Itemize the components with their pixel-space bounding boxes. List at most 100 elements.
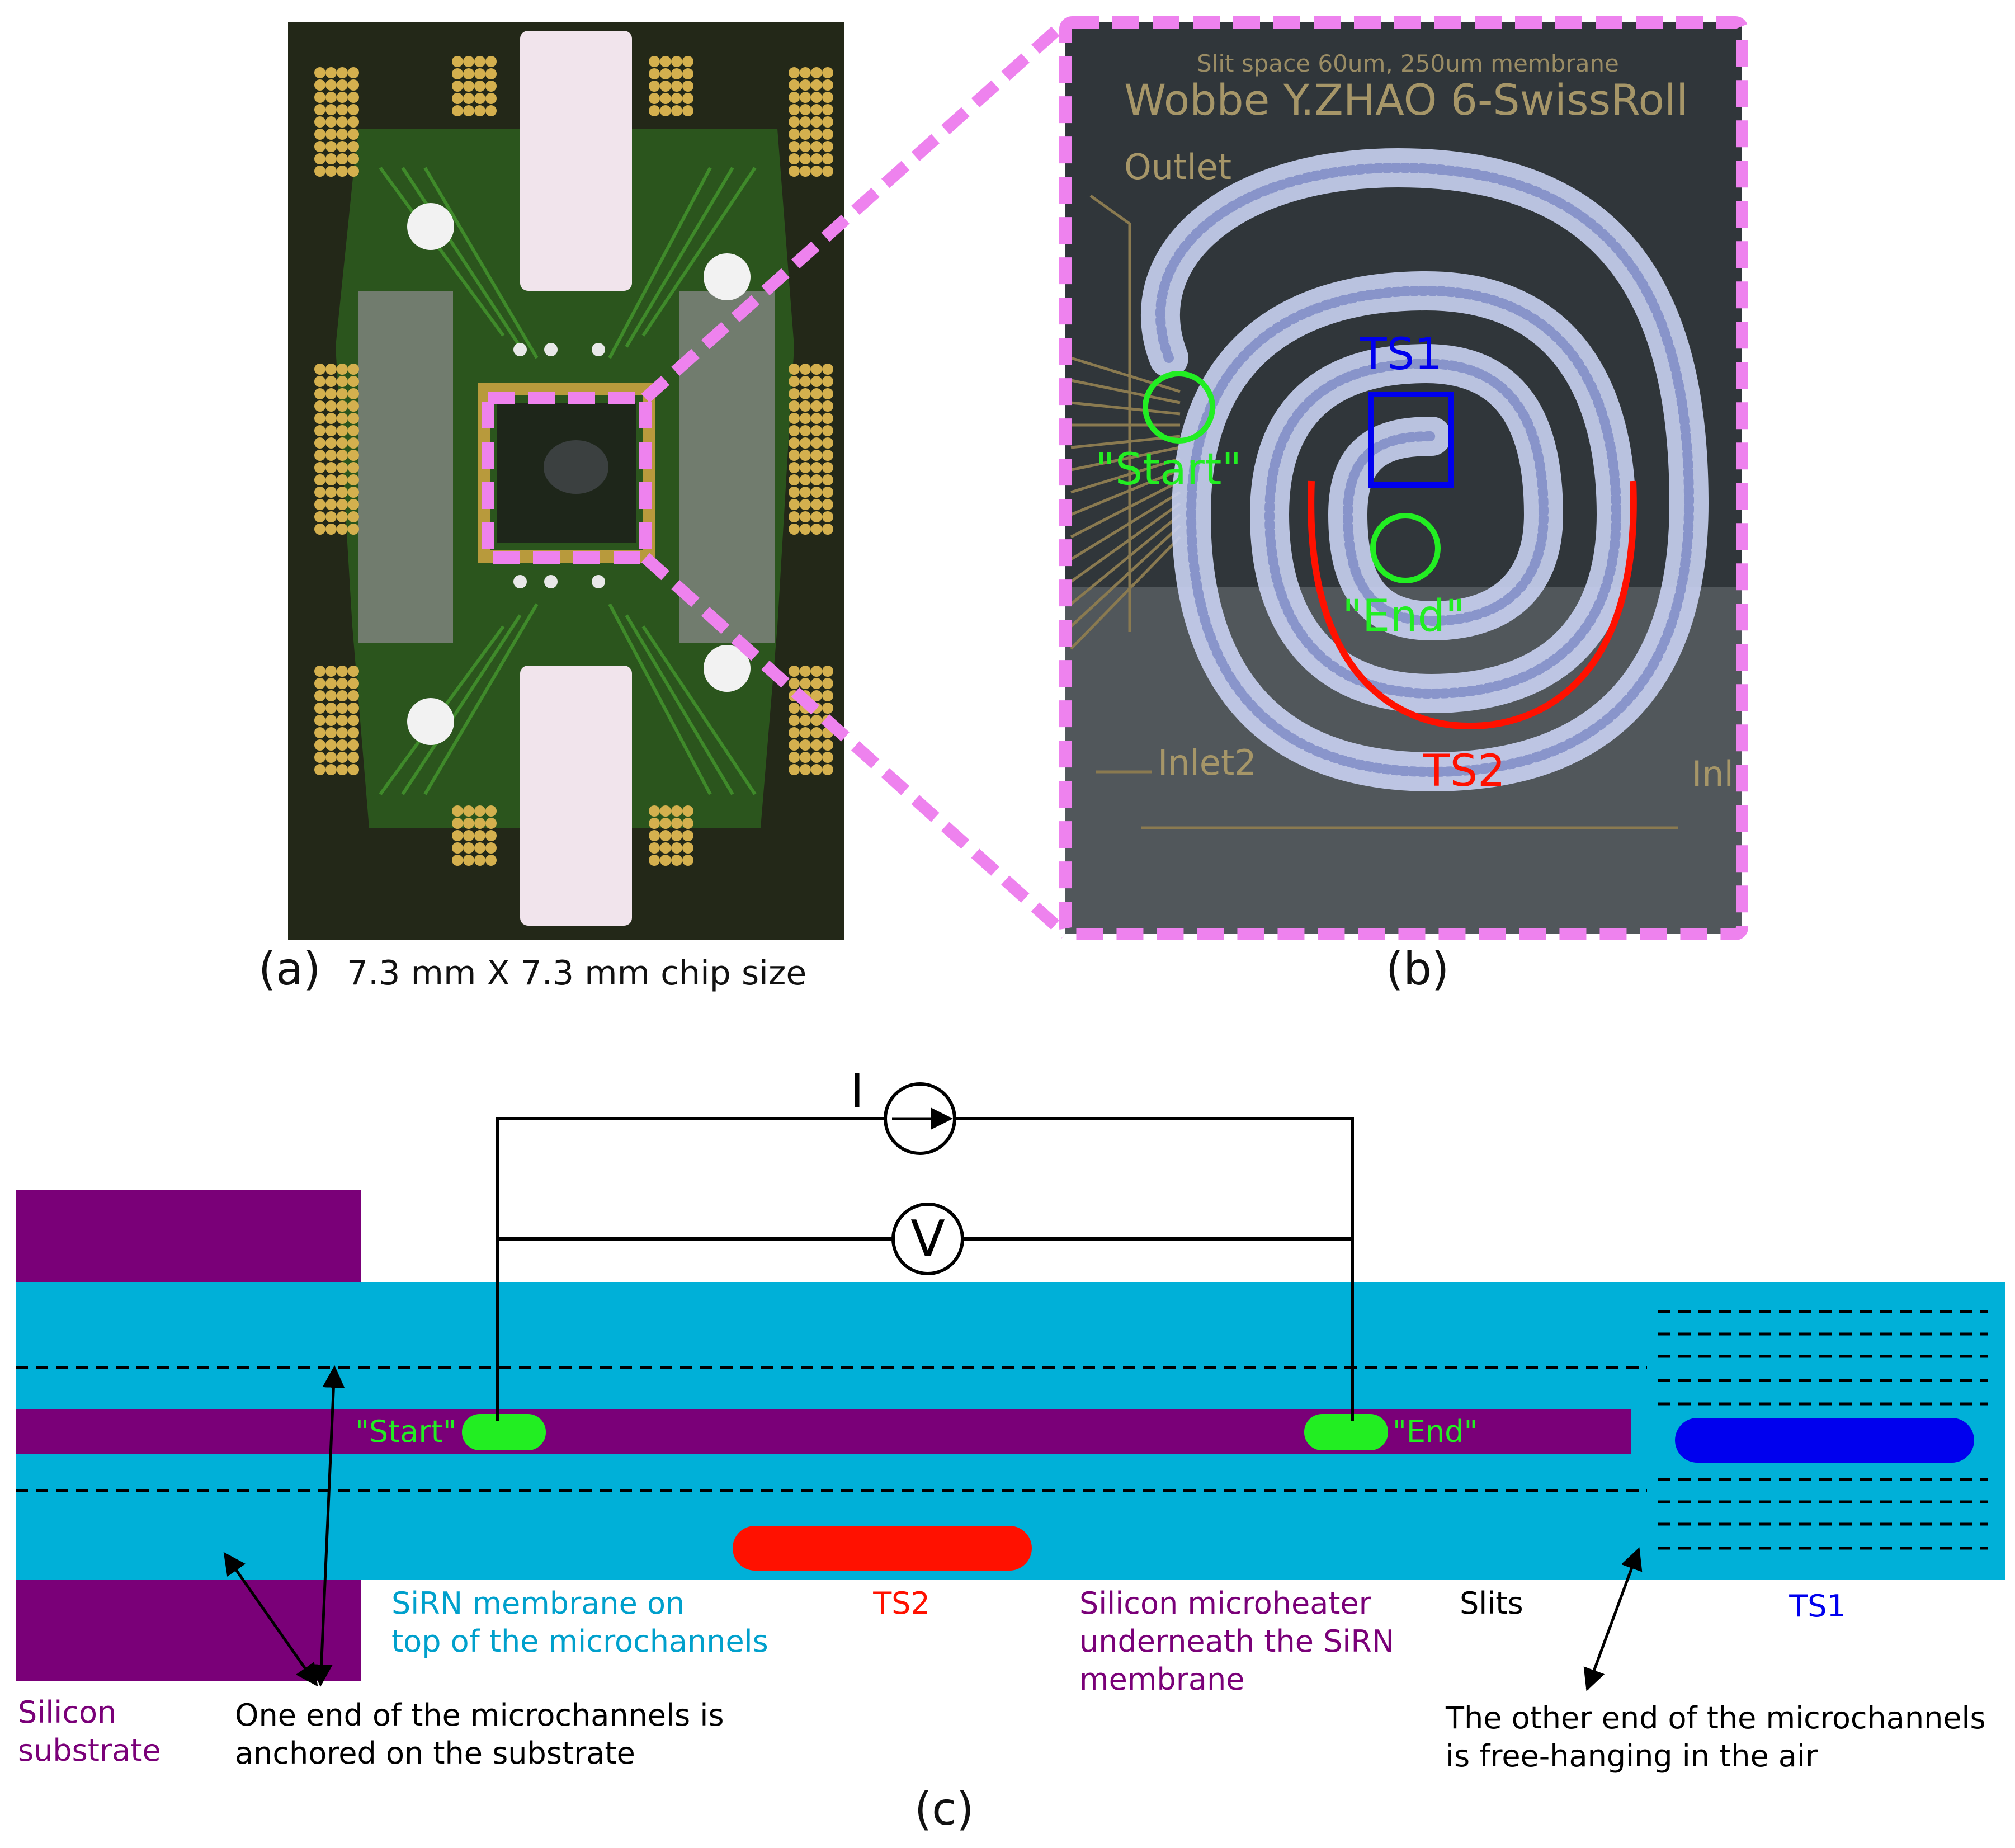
gold-pad-dot [325,153,337,164]
gold-pad-dot [337,752,348,763]
gold-pad-dot [811,524,822,535]
gold-pad-dot [822,437,833,449]
gold-pad-dot [314,690,325,701]
gold-pad-dot [800,425,811,436]
gold-pad-dot [811,752,822,763]
gold-pad-dot [337,400,348,412]
gold-pad-dot [822,499,833,510]
gold-pad-dot [811,739,822,751]
pcb-window-top [520,31,632,291]
gold-pad-dot [337,104,348,115]
gold-pad-dot [789,388,800,399]
gold-pad-dot [822,764,833,775]
pcb-mount-holes [407,203,751,745]
zoom-box-large [1059,16,1748,940]
gold-pad-dot [463,830,474,841]
gold-pad-dot [463,56,474,67]
gold-pad-dot [485,842,497,854]
gold-pad-dot [649,830,660,841]
gold-pad-dot [314,524,325,535]
gold-pad-dot [452,68,463,79]
gold-pad-dot [822,524,833,535]
gold-pad-dot [348,129,359,140]
gold-pad-dot [800,487,811,498]
ts2-schematic-label: TS2 [872,1586,930,1621]
gold-pad-dot [800,524,811,535]
gold-pad-dot [314,499,325,510]
gold-pad-dot [348,388,359,399]
gold-pad-dot [789,462,800,473]
gold-pad-dot [463,805,474,817]
gold-pad-dot [811,129,822,140]
gold-pad-dot [789,67,800,78]
gold-pad-dot [337,364,348,375]
gold-pad-dot [811,141,822,152]
start-contact-label: "Start" [355,1414,457,1449]
gold-pad-dot [348,511,359,522]
gold-pad-dot [671,830,682,841]
gold-pad-dot [325,376,337,387]
gold-pad-dot [789,764,800,775]
gold-pad-dot [314,376,325,387]
gold-pad-dot [314,425,325,436]
gold-pad-dot [811,666,822,677]
gold-pad-dot [314,462,325,473]
gold-pad-dot [348,400,359,412]
gold-pad-dot [474,105,485,116]
gold-pad-dot [800,764,811,775]
gold-pad-dot [348,364,359,375]
gold-pad-dot [800,376,811,387]
gold-pad-dot [452,81,463,92]
gold-pad-dot [337,739,348,751]
gold-pad-dot [800,739,811,751]
end-contact [1304,1414,1388,1450]
gold-pad-dot [348,116,359,128]
gold-pad-dot [811,511,822,522]
gold-pad-dot [325,487,337,498]
gold-pad-dot [463,105,474,116]
gold-pad-dot [463,842,474,854]
gold-pad-dot [337,413,348,424]
gold-pad-dot [485,93,497,104]
gold-pad-dot [671,818,682,829]
gold-pad-dot [789,739,800,751]
gold-pad-dot [485,56,497,67]
gold-pad-dot [348,141,359,152]
gold-pad-dot [682,855,693,866]
gold-pad-dot [789,116,800,128]
anchor-arrow-right [310,1365,345,1687]
gold-pad-dot [811,678,822,689]
gold-pad-dot [314,116,325,128]
gold-pad-dot [452,56,463,67]
substrate-label-line1: Silicon [18,1695,116,1730]
gold-pad-dot [789,92,800,103]
chip-text-name: Wobbe Y.ZHAO 6-SwissRoll [1124,75,1688,125]
gold-pad-dot [325,166,337,177]
gold-pad-dot [800,92,811,103]
gold-pad-dot [474,830,485,841]
gold-pad-dot [314,678,325,689]
gold-pad-dot [463,81,474,92]
free-end-label-line1: The other end of the microchannels [1445,1700,1986,1736]
gold-pad-dot [325,129,337,140]
gold-pad-dot [325,764,337,775]
gold-pad-dot [485,855,497,866]
gold-pad-dot [325,116,337,128]
gold-pad-dot [348,524,359,535]
gold-pad-dot [671,56,682,67]
gold-pad-dot [325,462,337,473]
gold-pad-dot [348,739,359,751]
gold-pad-dot [325,739,337,751]
gold-pad-dot [337,690,348,701]
heater-label-line3: membrane [1079,1662,1244,1697]
pad-array-left [358,291,453,643]
gold-pad-dot [811,364,822,375]
gold-pad-dot [474,818,485,829]
gold-pad-dot [463,93,474,104]
gold-pad-dot [682,842,693,854]
chip-gold-frame [478,383,655,563]
gold-pad-dot [789,425,800,436]
gold-pad-dot [314,474,325,485]
gold-pad-dot [348,413,359,424]
gold-pad-dot [348,462,359,473]
